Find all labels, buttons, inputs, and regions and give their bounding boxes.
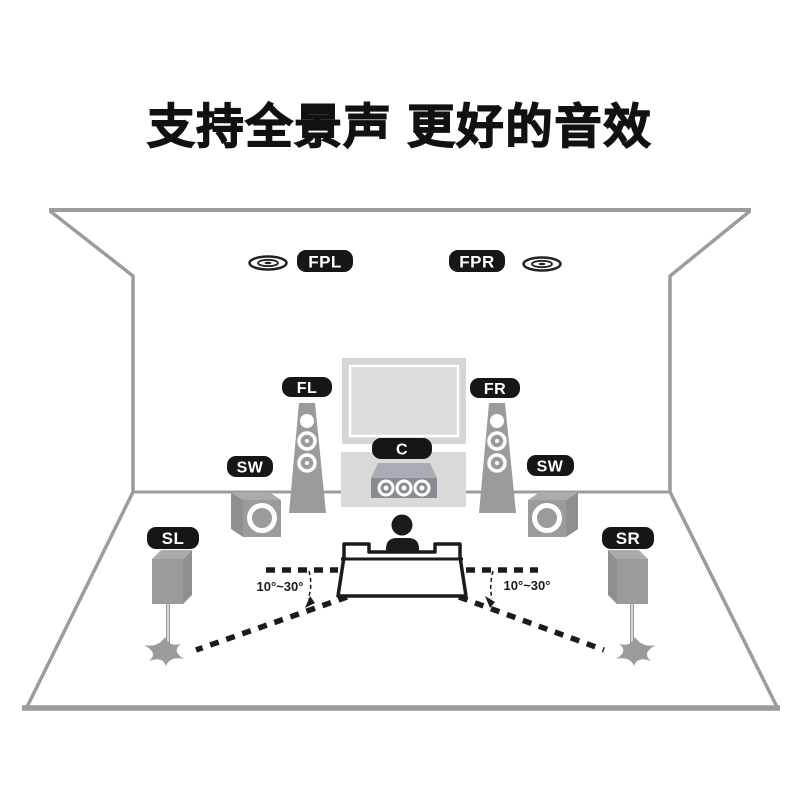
- label-sw-right-text: SW: [537, 459, 564, 476]
- floor-right-edge: [668, 491, 780, 710]
- surround-axis-right: [458, 594, 605, 653]
- angle-guides: 10°~30° 10°~30°: [195, 567, 605, 653]
- stand-base-left: [144, 637, 184, 666]
- ceiling-right-edge: [668, 209, 752, 278]
- label-sl: SL: [147, 527, 199, 549]
- floor-left-edge: [24, 491, 135, 710]
- surround-left-speaker: [144, 550, 192, 666]
- angle-annotation-left: 10°~30°: [257, 570, 315, 608]
- label-fpr-text: FPR: [459, 253, 495, 272]
- center-speaker: [371, 463, 437, 498]
- label-fl: FL: [282, 377, 332, 397]
- angle-value-right: 10°~30°: [504, 578, 551, 593]
- arrowhead-left: [305, 596, 315, 608]
- front-left-tower-speaker: [289, 403, 326, 513]
- listener-head: [391, 514, 413, 536]
- label-fr: FR: [470, 378, 520, 398]
- label-fl-text: FL: [297, 380, 318, 397]
- label-sw-left-text: SW: [237, 460, 264, 477]
- surround-right-speaker: [608, 550, 656, 666]
- label-sr-text: SR: [616, 529, 641, 548]
- label-sw-right: SW: [527, 455, 574, 476]
- tv-screen: [342, 358, 466, 444]
- label-sr: SR: [602, 527, 654, 549]
- sofa: [336, 542, 468, 598]
- stand-base-right: [616, 637, 656, 666]
- label-c: C: [372, 438, 432, 459]
- ceiling-speaker-right: [522, 256, 562, 272]
- label-fr-text: FR: [484, 381, 506, 398]
- angle-value-left: 10°~30°: [257, 579, 304, 594]
- page-title: 支持全景声 更好的音效: [147, 99, 653, 154]
- front-right-tower-speaker: [479, 403, 516, 513]
- label-sl-text: SL: [162, 529, 185, 548]
- label-fpl: FPL: [297, 250, 353, 272]
- label-c-text: C: [396, 442, 408, 459]
- subwoofer-right: [528, 492, 578, 537]
- arrowhead-right: [485, 596, 495, 608]
- ceiling-left-edge: [48, 209, 135, 278]
- ceiling-speaker-left: [248, 255, 288, 271]
- subwoofer-left: [231, 492, 281, 537]
- label-fpl-text: FPL: [308, 253, 342, 272]
- label-sw-left: SW: [227, 456, 273, 477]
- surround-axis-left: [195, 594, 348, 653]
- label-fpr: FPR: [449, 250, 505, 272]
- angle-annotation-right: 10°~30°: [485, 570, 551, 608]
